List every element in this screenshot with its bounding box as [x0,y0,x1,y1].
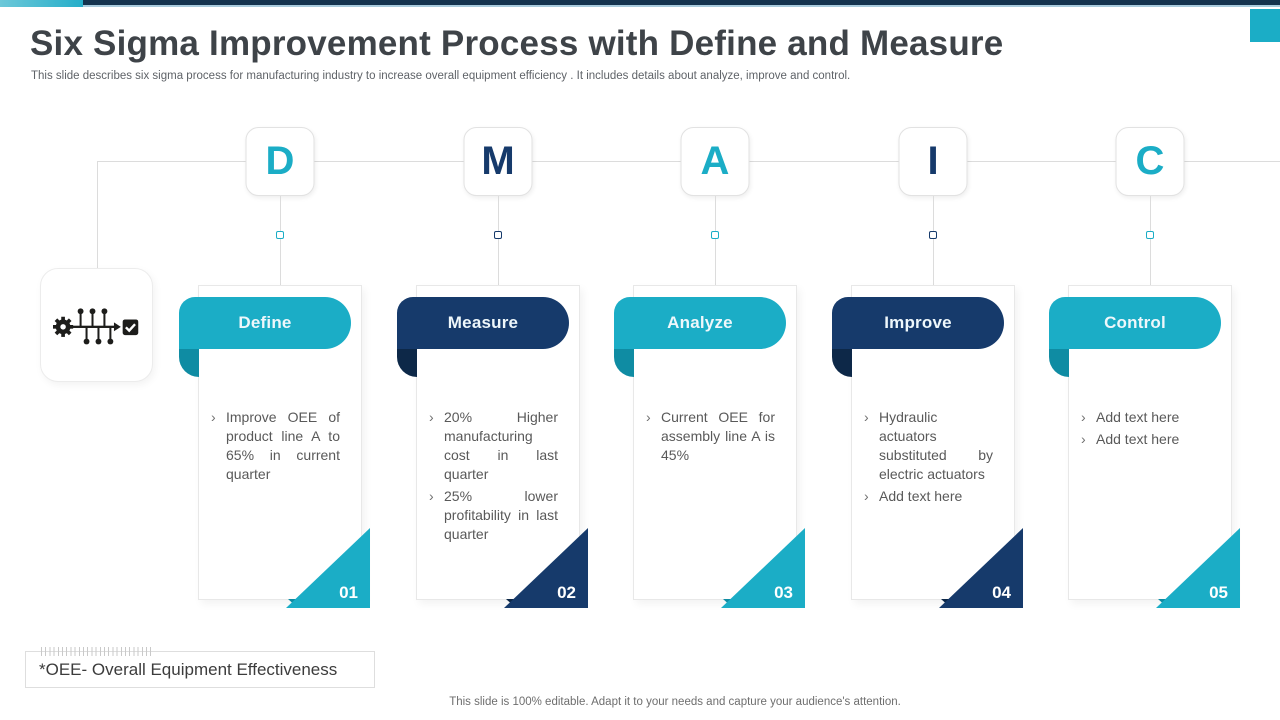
stage-number: 03 [774,583,793,602]
stage-letter: I [927,139,939,183]
bullet-text: Add text here [1096,431,1180,448]
chevron-bullet-icon: › [646,409,651,425]
bullet-item: › Add text here [1081,430,1210,449]
stage-letter-box: M [463,127,533,196]
stage-card: Analyze › Current OEE for assembly line A… [614,285,805,608]
bullet-item: › Add text here [864,487,993,506]
stage-ribbon-label: Analyze [667,313,733,332]
stage-card: Measure › 20% Higher manufacturing cost i… [397,285,588,608]
stage-number-triangle: 04 [939,528,1023,608]
page-title: Six Sigma Improvement Process with Defin… [30,24,1004,63]
connector-square-marker [1146,231,1154,239]
ribbon-fold [614,349,634,377]
top-accent-teal-segment [0,0,83,7]
stage-ribbon-label: Improve [884,313,952,332]
stage-bullet-list: › Hydraulic actuators substituted by elec… [864,408,993,509]
bullet-text: Current OEE for assembly line A is 45% [661,409,775,464]
stage-bullet-list: › Current OEE for assembly line A is 45% [646,408,775,468]
connector-square-marker [276,231,284,239]
stage-ribbon-label: Define [238,313,292,332]
top-accent-navy-segment [83,0,1280,5]
stage-ribbon: Improve [832,297,1004,349]
fishbone-process-icon [52,308,138,345]
footnote-text: *OEE- Overall Equipment Effectiveness [39,659,338,679]
stage-ribbon-label: Measure [447,313,519,332]
chevron-bullet-icon: › [864,488,869,505]
bullet-item: › 25% lower profitability in last quarter [429,487,558,544]
bullet-item: › Add text here [1081,408,1210,427]
stage-letter: C [1135,139,1165,183]
bullet-text: Add text here [1096,409,1180,425]
stage-card: Control › Add text here › Add text here 05 [1049,285,1240,608]
stage-letter: A [700,139,730,183]
stage-number-triangle: 05 [1156,528,1240,608]
stage-column: I Improve › Hydraulic actuators substitut… [832,127,1023,632]
top-accent-bar [0,0,1280,8]
stage-ribbon: Analyze [614,297,786,349]
stage-bullet-list: › 20% Higher manufacturing cost in last q… [429,408,558,547]
connector-stage-vertical-line [280,196,281,285]
bullet-text: Improve OEE of product line A to 65% in … [226,409,340,483]
stage-number: 05 [1209,583,1228,602]
process-icon-box [40,268,153,382]
footer-note: This slide is 100% editable. Adapt it to… [449,696,901,708]
bullet-text: Hydraulic actuators substituted by elect… [879,409,993,483]
bullet-item: › 20% Higher manufacturing cost in last q… [429,408,558,484]
chevron-bullet-icon: › [429,409,434,425]
bullet-item: › Hydraulic actuators substituted by elec… [864,408,993,484]
stage-card: Improve › Hydraulic actuators substituted… [832,285,1023,608]
stage-column: M Measure › 20% Higher manufacturing cost… [397,127,588,632]
chevron-bullet-icon: › [1081,431,1086,448]
top-right-accent-square [1250,9,1280,42]
decorative-tick-marks [41,647,154,656]
chevron-bullet-icon: › [211,409,216,425]
stage-column: D Define › Improve OEE of product line A … [179,127,370,632]
connector-stage-vertical-line [498,196,499,285]
stage-ribbon: Define [179,297,351,349]
stage-letter-box: C [1115,127,1185,196]
ribbon-fold [1049,349,1069,377]
connector-square-marker [711,231,719,239]
chevron-bullet-icon: › [1081,409,1086,425]
connector-left-vertical-line [97,161,98,269]
stage-number: 02 [557,583,576,602]
stage-bullet-list: › Add text here › Add text here [1081,408,1210,452]
ribbon-fold [832,349,852,377]
ribbon-fold [397,349,417,377]
stage-ribbon: Measure [397,297,569,349]
connector-square-marker [929,231,937,239]
connector-stage-vertical-line [1150,196,1151,285]
chevron-bullet-icon: › [429,488,434,505]
stage-number-triangle: 01 [286,528,370,608]
stage-column: A Analyze › Current OEE for assembly line… [614,127,805,632]
stage-bullet-list: › Improve OEE of product line A to 65% in… [211,408,340,487]
bullet-text: Add text here [879,488,963,505]
stage-number-triangle: 03 [721,528,805,608]
stage-number: 01 [339,583,358,602]
top-accent-light-line [83,5,1280,7]
chevron-bullet-icon: › [864,409,869,425]
bullet-item: › Improve OEE of product line A to 65% in… [211,408,340,484]
connector-stage-vertical-line [933,196,934,285]
stage-letter-box: D [245,127,315,196]
stage-letter: D [265,139,295,183]
stage-number: 04 [992,583,1011,602]
connector-stage-vertical-line [715,196,716,285]
stage-card: Define › Improve OEE of product line A to… [179,285,370,608]
footnote-box: *OEE- Overall Equipment Effectiveness [25,647,375,688]
stage-column: C Control › Add text here › Add text here 0… [1049,127,1240,632]
connector-square-marker [494,231,502,239]
bullet-text: 25% lower profitability in last quarter [444,488,558,543]
stage-letter-box: I [898,127,968,196]
bullet-item: › Current OEE for assembly line A is 45% [646,408,775,465]
stage-letter-box: A [680,127,750,196]
stage-letter: M [481,139,515,183]
ribbon-fold [179,349,199,377]
stage-ribbon-label: Control [1104,313,1166,332]
page-subtitle: This slide describes six sigma process f… [31,70,851,82]
stage-ribbon: Control [1049,297,1221,349]
bullet-text: 20% Higher manufacturing cost in last qu… [444,409,558,483]
